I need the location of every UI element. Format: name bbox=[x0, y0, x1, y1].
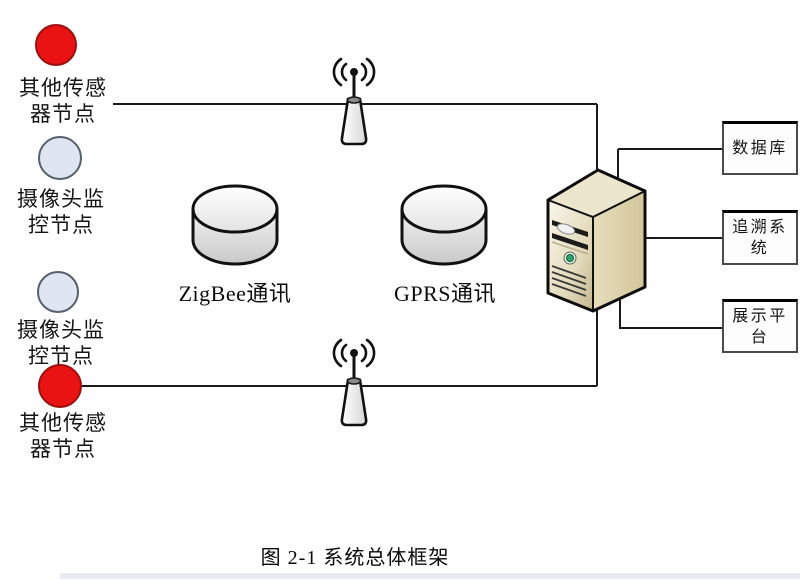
server-tower-icon bbox=[546, 168, 647, 313]
server-drive-tray bbox=[556, 223, 576, 235]
sensor-node-label-top: 其他传感 器节点 bbox=[19, 76, 107, 126]
server-vents bbox=[551, 265, 587, 297]
display-platform-box: 展示平 台 bbox=[722, 299, 798, 353]
page-bottom-artifact bbox=[60, 573, 800, 579]
antenna-icon-bottom bbox=[332, 338, 376, 427]
database-cylinder-icon-zigbee bbox=[191, 184, 279, 266]
gprs-label: GPRS通讯 bbox=[393, 281, 497, 306]
sensor-node-label-bottom: 其他传感 器节点 bbox=[19, 411, 107, 461]
zigbee-label: ZigBee通讯 bbox=[178, 281, 292, 306]
sensor-node-circle-bottom bbox=[38, 364, 82, 408]
camera-node-label-bottom: 摄像头监 控节点 bbox=[17, 318, 105, 368]
camera-node-circle-top bbox=[38, 136, 82, 180]
figure-caption: 图 2-1 系统总体框架 bbox=[260, 547, 450, 569]
database-cylinder-icon-gprs bbox=[400, 184, 488, 266]
server-led bbox=[566, 254, 574, 262]
line-server-to-display bbox=[619, 295, 722, 329]
sensor-node-circle-top bbox=[35, 24, 77, 66]
trace-system-box: 追溯系 统 bbox=[722, 210, 798, 265]
antenna-icon-top bbox=[332, 57, 376, 146]
database-box: 数据库 bbox=[722, 121, 798, 175]
camera-node-label-top: 摄像头监 控节点 bbox=[17, 187, 105, 237]
camera-node-circle-bottom bbox=[37, 271, 79, 313]
server-drive-slot bbox=[552, 233, 588, 250]
